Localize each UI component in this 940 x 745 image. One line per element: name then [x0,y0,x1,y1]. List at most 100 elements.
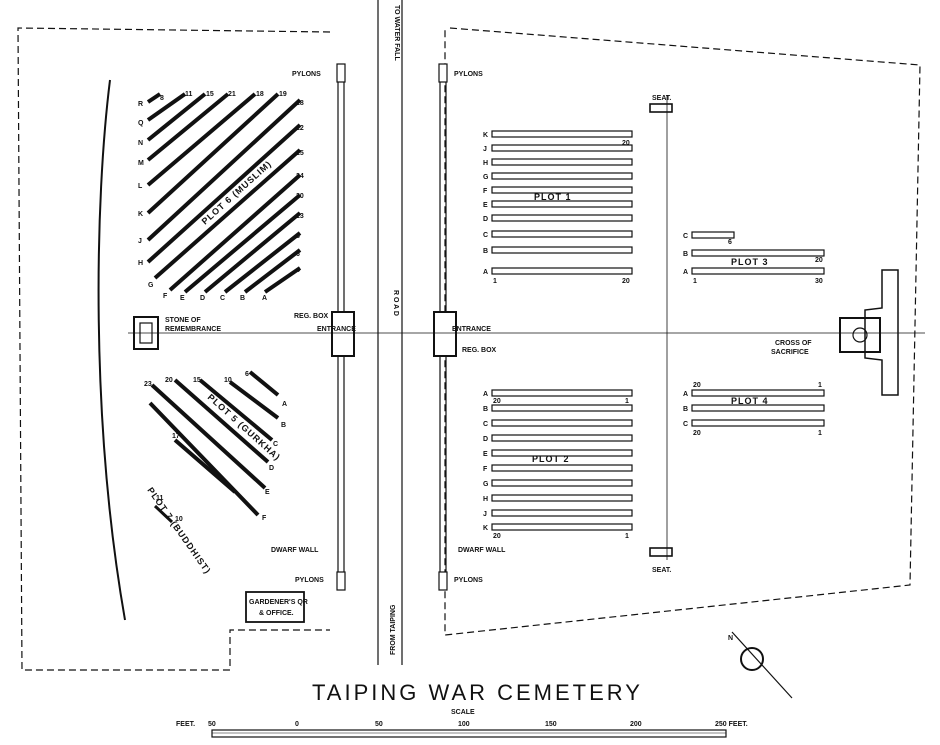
grave-number: 6 [245,371,249,378]
plot-3-label: PLOT 3 [731,257,769,267]
stone-of-remembrance [133,316,159,350]
plot-2-row-letters: A B C D E F G H J K [483,391,489,532]
row-letter: A [262,295,267,302]
row-letter: L [138,183,143,190]
reg-box-label: REG. BOX [462,347,497,354]
row-letter: G [148,282,154,289]
row-letter: A [483,391,488,398]
grave-number: 15 [193,377,201,384]
grave-number: 18 [296,100,304,107]
row-letter: H [483,496,488,503]
row-letter: C [273,441,278,448]
grave-number: 20 [815,257,823,264]
west-boundary [17,27,331,671]
scale-label: SCALE [451,709,475,716]
scale-tick: 50 [208,721,216,728]
row-letter: C [220,295,225,302]
cross-label-1: CROSS OF [775,340,812,347]
plot-7-row [153,504,174,524]
grave-number: 20 [165,377,173,384]
plot-6-grave-numbers: 8 11 15 21 18 19 18 12 15 24 20 13 8 6 4 [160,91,304,274]
row-letter: H [483,160,488,167]
plot-6-rows [146,92,302,294]
grave-number: 8 [160,95,164,102]
row-letter: E [483,202,488,209]
grave-number: 1 [625,398,629,405]
row-letter: J [483,146,487,153]
row-letter: E [483,451,488,458]
row-letter: C [483,421,488,428]
row-letter: K [138,211,143,218]
row-letter: D [269,465,274,472]
grave-number: 20 [622,278,630,285]
plot-5-labels: 23 20 15 10 6 17 A B C D E F 11 10 [144,371,287,523]
pylon [336,571,346,591]
row-letter: E [265,489,270,496]
row-letter: E [180,295,185,302]
grave-number: 21 [228,91,236,98]
row-letter: G [483,174,489,181]
grave-number: 6 [728,239,732,246]
grave-number: 10 [175,516,183,523]
grave-number: 23 [144,381,152,388]
map-title: TAIPING WAR CEMETERY [312,680,643,705]
grave-number: 20 [493,533,501,540]
grave-number: 1 [818,430,822,437]
grave-number: 20 [693,382,701,389]
plot-6-label: PLOT 6 (MUSLIM) [200,158,274,226]
seat-label: SEAT. [652,95,671,102]
row-letter: B [683,251,688,258]
row-letter: B [483,406,488,413]
row-letter: N [138,140,143,147]
grave-number: 15 [296,150,304,157]
grave-number: 30 [815,278,823,285]
pylons-label: PYLONS [295,577,324,584]
row-letter: B [240,295,245,302]
east-entrance [433,311,457,357]
row-letter: K [483,132,488,139]
row-letter: A [683,269,688,276]
scale-tick: 100 [458,721,470,728]
grave-number: 1 [693,278,697,285]
row-letter: C [683,421,688,428]
pylons-label: PYLONS [292,71,321,78]
row-letter: B [483,248,488,255]
cross-label-2: SACRIFICE [771,349,809,356]
road-south-label: FROM TAIPING [390,604,397,655]
row-letter: A [282,401,287,408]
grave-number: 4 [296,267,300,274]
seat-label: SEAT. [652,567,671,574]
grave-number: 24 [296,173,304,180]
plot-1-row-letters: K J H G F E D C B A [483,132,489,276]
row-letter: F [483,188,488,195]
grave-number: 20 [693,430,701,437]
grave-number: 13 [296,213,304,220]
pylons-label: PYLONS [454,577,483,584]
north-seat [649,103,673,113]
plot-4-rows [691,389,825,427]
scale-tick: 150 [545,721,557,728]
east-boundary [444,27,921,636]
scale-tick: 0 [295,721,299,728]
scale-ticks: 50 0 50 100 150 200 250 FEET. [208,721,748,728]
grave-number: 10 [224,377,232,384]
plot-2-rows [491,389,633,531]
grave-number: 20 [493,398,501,405]
grave-number: 11 [156,495,164,502]
grave-number: 1 [818,382,822,389]
grave-number: 15 [206,91,214,98]
compass-north-mark: N [728,635,733,642]
scale-tick: 50 [375,721,383,728]
row-letter: B [683,406,688,413]
row-letter: F [262,515,267,522]
pylon [336,63,346,83]
row-letter: C [683,233,688,240]
gardeners-office [245,591,305,623]
plot-1-rows [491,130,633,275]
row-letter: M [138,160,144,167]
plot-2-label: PLOT 2 [532,454,570,464]
grave-number: 20 [622,140,630,147]
scale-feet-label: FEET. [176,721,195,728]
grave-number: 6 [296,251,300,258]
